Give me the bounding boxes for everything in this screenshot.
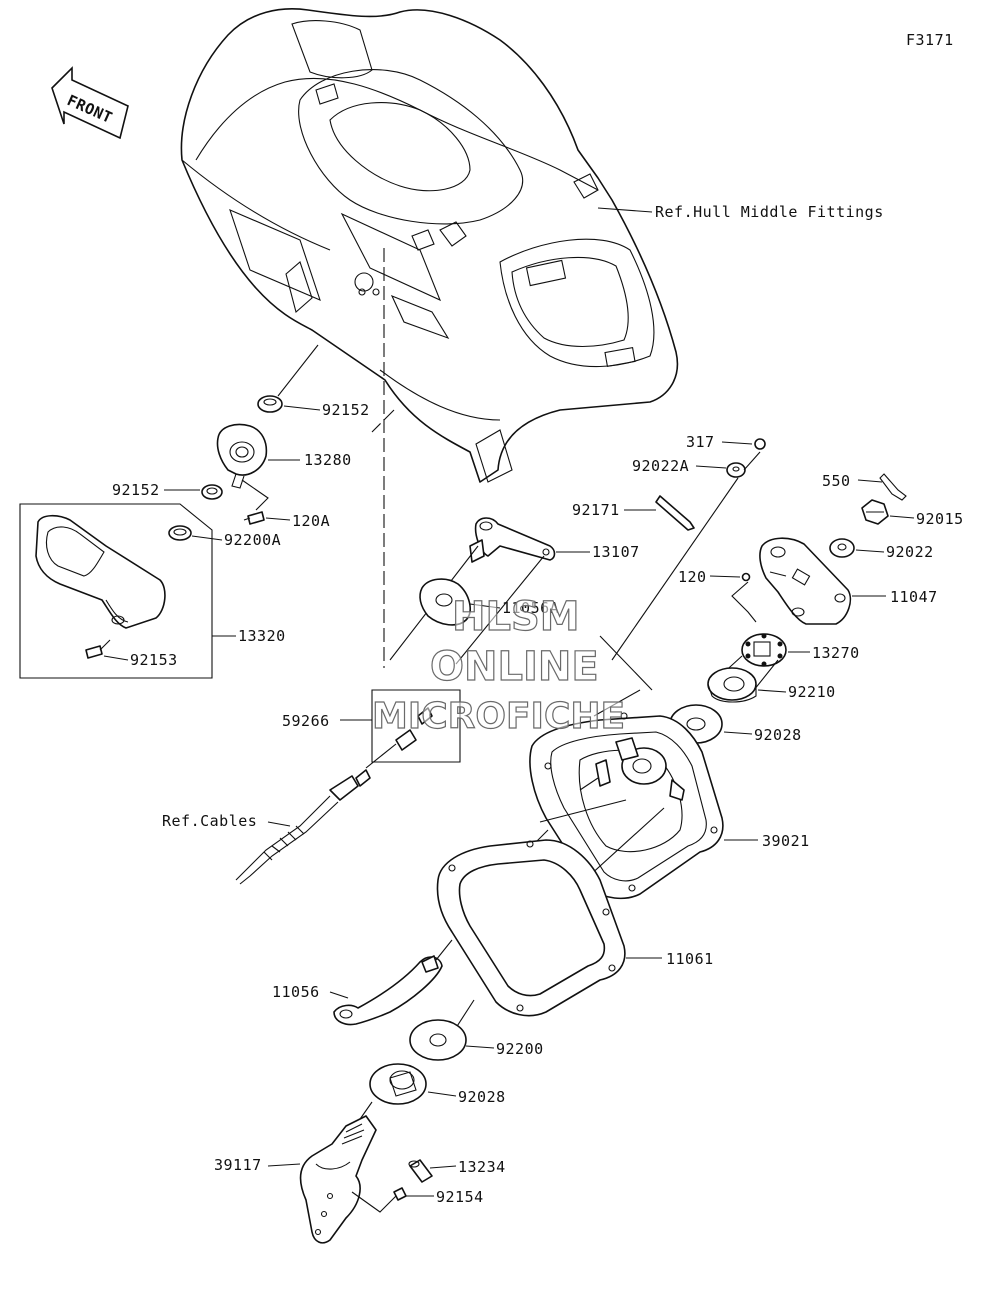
callout-92022: 92022 — [886, 543, 934, 561]
gasket-11061 — [436, 839, 626, 1017]
callout-13320: 13320 — [238, 627, 286, 645]
callout-13280: 13280 — [304, 451, 352, 469]
callout-39021: 39021 — [762, 832, 810, 850]
screw-120 — [741, 572, 751, 582]
hull-body — [180, 8, 679, 483]
arm-11056 — [333, 955, 443, 1026]
nut-92015 — [861, 499, 889, 525]
bushing-92210 — [707, 667, 757, 703]
callout-92152-left: 92152 — [112, 481, 160, 499]
svg-text:MICROFICHE: MICROFICHE — [372, 696, 625, 737]
callout-13107: 13107 — [592, 543, 640, 561]
lever-13107 — [469, 517, 556, 563]
pin-92171 — [655, 495, 695, 531]
washer-92022A — [726, 462, 746, 478]
bolt-317 — [754, 438, 766, 450]
svg-text:HLSM: HLSM — [452, 594, 580, 640]
bushing-92028-bottom — [369, 1063, 427, 1105]
callout-39117: 39117 — [214, 1156, 262, 1174]
housing-13280 — [216, 423, 268, 489]
plate-11056A — [419, 578, 471, 626]
callout-92200: 92200 — [496, 1040, 544, 1058]
cotter-550 — [879, 473, 907, 501]
callout-92154: 92154 — [436, 1188, 484, 1206]
callout-11061: 11061 — [666, 950, 714, 968]
callout-92015: 92015 — [916, 510, 964, 528]
cover-13320 — [35, 514, 166, 629]
callout-92152-top: 92152 — [322, 401, 370, 419]
svg-text:ONLINE: ONLINE — [430, 644, 599, 690]
oring-92200A — [168, 525, 192, 541]
callout-92153: 92153 — [130, 651, 178, 669]
bracket-11047 — [759, 537, 852, 625]
callout-92028-bottom: 92028 — [458, 1088, 506, 1106]
box-13320 — [19, 503, 213, 679]
callout-11056A: 11056A — [502, 599, 559, 617]
screw-92154 — [393, 1187, 407, 1201]
ref-cables-label: Ref.Cables — [162, 812, 257, 830]
callout-92200A: 92200A — [224, 531, 281, 549]
callout-92210: 92210 — [788, 683, 836, 701]
callout-13234: 13234 — [458, 1158, 506, 1176]
figure-id: F3171 — [906, 31, 954, 49]
hull-ref-leader — [597, 207, 653, 213]
box-59266 — [371, 689, 461, 763]
ref-hull-label: Ref.Hull Middle Fittings — [655, 203, 884, 221]
washer-92200 — [409, 1019, 467, 1061]
callout-13270: 13270 — [812, 644, 860, 662]
callout-92022A: 92022A — [632, 457, 689, 475]
callout-92171: 92171 — [572, 501, 620, 519]
grommet-92152-left — [201, 484, 223, 500]
front-arrow-icon: FRONT — [51, 66, 129, 140]
callout-550: 550 — [822, 472, 851, 490]
callout-59266: 59266 — [282, 712, 330, 730]
watermark: HLSM ONLINE MICROFICHE — [371, 593, 625, 737]
fitting-13234 — [408, 1159, 433, 1183]
grommet-92152-top — [257, 395, 283, 413]
fitting-59266 — [395, 707, 433, 751]
washer-92022 — [829, 538, 855, 558]
callout-11056: 11056 — [272, 983, 320, 1001]
callout-92028-top: 92028 — [754, 726, 802, 744]
callout-317: 317 — [686, 433, 715, 451]
shaft-39117 — [299, 1115, 377, 1244]
callout-120: 120 — [678, 568, 707, 586]
callout-120A: 120A — [292, 512, 330, 530]
callout-11047: 11047 — [890, 588, 938, 606]
bolt-120A — [243, 511, 265, 525]
bolt-92153 — [85, 639, 111, 659]
cable-assembly — [235, 769, 371, 885]
plate-13270 — [741, 633, 787, 667]
